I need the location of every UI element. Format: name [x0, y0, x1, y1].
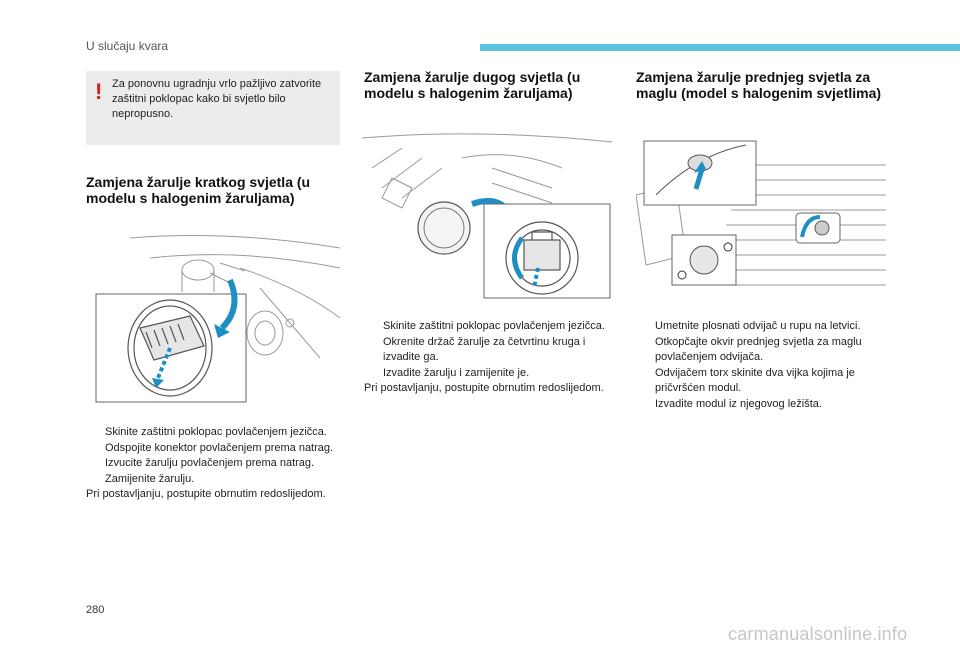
list-item: Skinite zaštitni poklopac povlačenjem je…	[105, 426, 327, 438]
list-item: Otkopčajte okvir prednjeg svjetla za mag…	[655, 335, 862, 364]
list-item: Odspojite konektor povlačenjem prema nat…	[105, 441, 334, 454]
section-title: U slučaju kvara	[86, 39, 169, 53]
list-item: Izvadite modul iz njegovog ležišta.	[655, 397, 822, 410]
pull-arrow-icon	[156, 347, 172, 379]
list-item: Izvadite žarulju i zamijenite je.	[383, 366, 530, 379]
high-beam-title: Zamjena žarulje dugog svjetla (u modelu …	[364, 69, 581, 101]
high-beam-steps: Skinite zaštitni poklopac povlačenjem je…	[364, 319, 616, 397]
torx-screw-icon	[677, 270, 687, 280]
warning-icon: !	[95, 79, 103, 104]
high-beam-illustration	[362, 133, 612, 299]
header-accent-bar	[480, 44, 960, 51]
reassembly-note: Pri postavljanju, postupite obrnutim red…	[364, 382, 604, 394]
warning-text: Za ponovnu ugradnju vrlo pažljivo zatvor…	[112, 78, 322, 120]
unclip-arrow-icon	[800, 215, 821, 238]
list-item: Zamijenite žarulju.	[105, 472, 195, 485]
fog-lamp-illustration	[636, 140, 886, 286]
pull-arrow-icon	[532, 267, 540, 289]
fog-lamp-title: Zamjena žarulje prednjeg svjetla za magl…	[636, 69, 882, 101]
fog-lamp-steps: Umetnite plosnati odvijač u rupu na letv…	[636, 319, 888, 412]
headlamp-background-drawing	[129, 235, 341, 359]
warning-box: ! Za ponovnu ugradnju vrlo pažljivo zatv…	[86, 71, 340, 145]
bulb-holder-detail	[505, 221, 579, 295]
list-item: Umetnite plosnati odvijač u rupu na letv…	[655, 320, 861, 332]
torx-screw-icon	[723, 242, 733, 252]
protective-cover	[417, 201, 471, 255]
low-beam-steps: Skinite zaštitni poklopac povlačenjem je…	[86, 425, 348, 503]
screwdriver-arrow-icon	[693, 168, 705, 190]
connector-detail	[127, 299, 213, 397]
page-number: 280	[86, 604, 105, 616]
list-item: Okrenite držač žarulje za četvrtinu krug…	[383, 335, 586, 364]
low-beam-title: Zamjena žarulje kratkog svjetla (u model…	[86, 174, 311, 206]
reassembly-note: Pri postavljanju, postupite obrnutim red…	[86, 488, 326, 500]
list-item: Skinite zaštitni poklopac povlačenjem je…	[383, 320, 605, 332]
low-beam-illustration	[95, 235, 341, 403]
remove-cover-arrow-icon	[219, 278, 238, 331]
list-item: Izvucite žarulju povlačenjem prema natra…	[105, 457, 315, 469]
headlamp-background-drawing	[362, 133, 612, 209]
watermark: carmanualsonline.info	[728, 624, 908, 644]
list-item: Odvijačem torx skinite dva vijka kojima …	[655, 366, 855, 395]
rotate-arrow-icon	[512, 236, 525, 280]
